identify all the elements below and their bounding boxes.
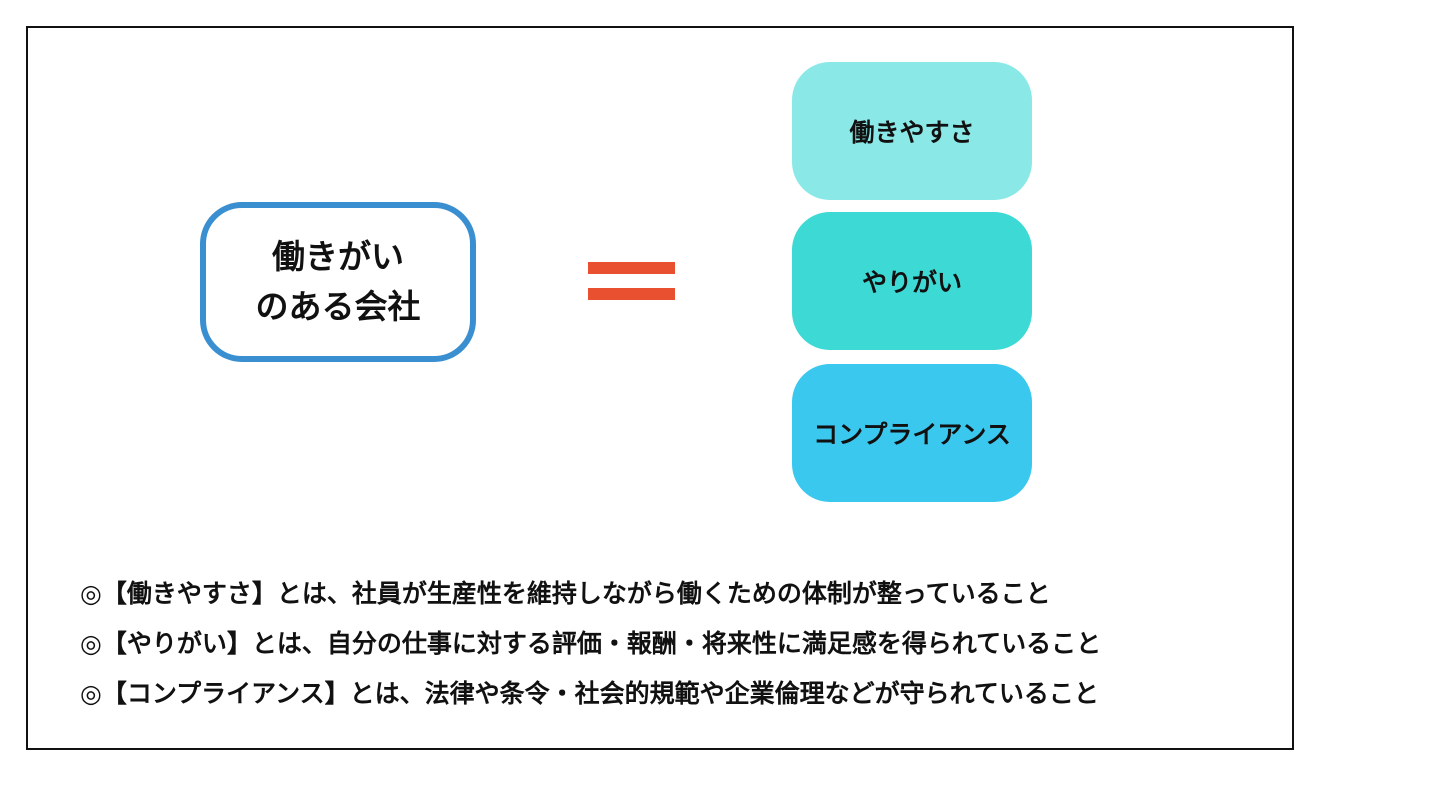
equals-bar-top	[588, 262, 675, 274]
component-rewarding: やりがい	[792, 212, 1032, 350]
component-label: 働きやすさ	[849, 118, 975, 147]
definition-rewarding: ◎【やりがい】とは、自分の仕事に対する評価・報酬・将来性に満足感を得られているこ…	[80, 629, 1102, 658]
equals-bar-bottom	[588, 288, 675, 300]
main-concept-box: 働きがい のある会社	[200, 202, 476, 362]
component-label: コンプライアンス	[813, 420, 1011, 449]
main-concept-line1: 働きがい	[272, 237, 404, 276]
main-concept-line2: のある会社	[255, 287, 421, 326]
component-label: やりがい	[861, 268, 962, 297]
diagram-frame	[26, 26, 1294, 750]
definition-compliance: ◎【コンプライアンス】とは、法律や条令・社会的規範や企業倫理などが守られているこ…	[80, 679, 1099, 708]
component-compliance: コンプライアンス	[792, 364, 1032, 502]
component-working-ease: 働きやすさ	[792, 62, 1032, 200]
definition-working-ease: ◎【働きやすさ】とは、社員が生産性を維持しながら働くための体制が整っていること	[80, 579, 1051, 608]
